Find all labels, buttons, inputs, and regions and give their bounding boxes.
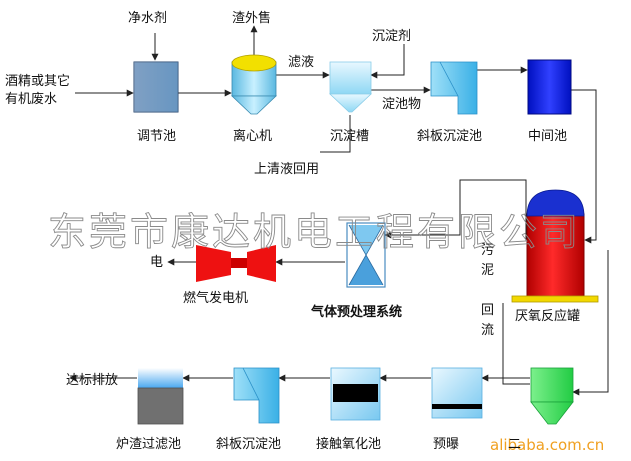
input-label-line1: 酒精或其它 (5, 73, 70, 89)
slag-filter-label: 炉渣过滤池 (116, 437, 181, 452)
company-watermark: 东莞市康达机电工程有限公司 (48, 210, 581, 254)
slag-sale-label: 渣外售 (232, 10, 271, 26)
input-label-line2: 有机废水 (5, 91, 57, 107)
electricity-label: 电 (150, 255, 163, 270)
discharge-label: 达标排放 (66, 373, 118, 388)
settling-tank-label: 沉淀槽 (330, 129, 369, 144)
centrifuge-icon (230, 54, 278, 115)
flow-intermediate-to-reactor (571, 89, 597, 244)
gas-generator-icon (196, 245, 276, 282)
purifier-label: 净水剂 (128, 11, 167, 26)
inclined-plate-settler-label: 斜板沉淀池 (417, 129, 482, 144)
settling-tank-icon (328, 61, 373, 113)
sludge-return-char-3: 回 (481, 303, 494, 318)
filtrate-label: 滤液 (288, 55, 314, 70)
flow-precipitant-dose (370, 44, 405, 79)
pre-aeration-label: 预曝 (433, 437, 459, 452)
precipitant-label: 沉淀剂 (372, 29, 411, 44)
inclined-plate-settler-2-label: 斜板沉淀池 (216, 437, 281, 452)
secondary-settler-icon (530, 367, 574, 425)
anaerobic-reactor-label: 厌氧反应罐 (515, 308, 580, 324)
regulating-tank-label: 调节池 (137, 129, 176, 144)
anaerobic-reactor-icon (511, 189, 599, 303)
pre-aeration-tank-icon (431, 367, 483, 419)
gas-pretreatment-icon (346, 222, 386, 288)
gas-generator-label: 燃气发电机 (183, 290, 248, 306)
sludge-return-char-1: 污 (481, 243, 494, 258)
regulating-tank-icon (133, 61, 179, 113)
intermediate-tank-label: 中间池 (528, 129, 567, 144)
contact-oxidation-tank-icon (330, 367, 381, 421)
inclined-plate-settler-icon (430, 61, 478, 115)
flow-sludge-return (502, 303, 530, 385)
flow-supernatant-return (320, 115, 351, 153)
sediment-label: 淀池物 (382, 97, 421, 112)
slag-filter-icon (137, 368, 184, 425)
supernatant-label: 上清液回用 (254, 162, 319, 177)
centrifuge-label: 离心机 (233, 128, 272, 144)
flow-reactor-to-secondary (572, 250, 609, 396)
inclined-plate-settler-2-icon (233, 367, 280, 424)
sludge-return-char-2: 泥 (481, 263, 494, 278)
sludge-return-char-4: 流 (481, 323, 494, 338)
secondary-settler-partial-label: 二 (508, 437, 521, 452)
gas-pretreatment-label: 气体预处理系统 (311, 304, 402, 320)
contact-oxidation-label: 接触氧化池 (316, 436, 381, 452)
intermediate-tank-icon (527, 59, 572, 115)
site-watermark: alibaba.com.cn (490, 436, 604, 454)
